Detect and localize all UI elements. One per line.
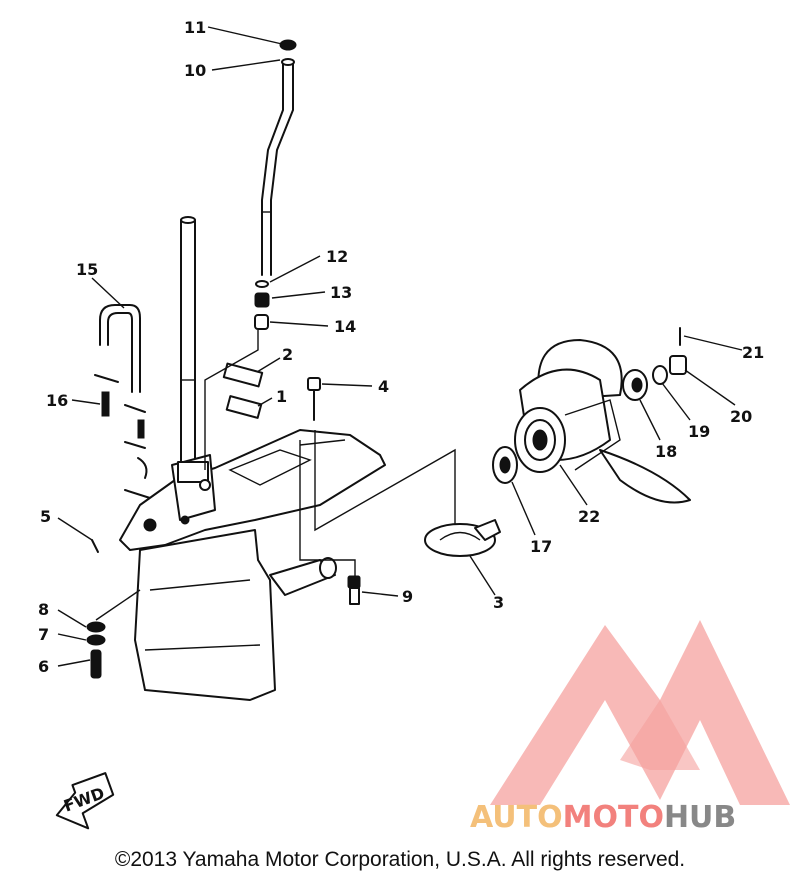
callout-numbers: 11 10 12 13 14 15 16 2 1 4 5 8 7 6 9 3 1… [38, 18, 764, 676]
anode-upper [222, 362, 264, 388]
grommet-lower-part [254, 314, 269, 330]
callout-12: 12 [326, 247, 348, 266]
bolt-9-part [347, 575, 361, 605]
leader-lines [57, 26, 743, 667]
callout-8: 8 [38, 600, 49, 619]
callout-15: 15 [76, 260, 98, 279]
water-pump-housing [424, 519, 501, 557]
water-tube [261, 58, 295, 276]
seal-part [255, 280, 269, 288]
callout-9: 9 [402, 587, 413, 606]
brand-auto: AUTO [470, 800, 563, 835]
watermark-brand-text: AUTOMOTOHUB [470, 800, 800, 835]
anode-lower [225, 395, 263, 419]
brand-moto: MOTO [562, 800, 664, 835]
callout-5: 5 [40, 507, 51, 526]
propeller-spacer [622, 369, 648, 401]
propeller-nut [669, 355, 687, 375]
shift-clips [94, 374, 151, 499]
watermark-logo [490, 620, 790, 805]
callout-20: 20 [730, 407, 752, 426]
brand-hub: HUB [663, 800, 737, 835]
bolt-part [307, 377, 321, 421]
callout-17: 17 [530, 537, 552, 556]
callout-21: 21 [742, 343, 764, 362]
callout-2: 2 [282, 345, 293, 364]
callout-19: 19 [688, 422, 710, 441]
propeller-washer [652, 365, 668, 385]
lower-unit-housing [119, 429, 386, 551]
callout-1: 1 [276, 387, 287, 406]
copyright-notice: ©2013 Yamaha Motor Corporation, U.S.A. A… [114, 848, 686, 871]
callout-16: 16 [46, 391, 68, 410]
pin-part [91, 539, 99, 553]
gear-case [134, 529, 337, 701]
callout-6: 6 [38, 657, 49, 676]
callout-18: 18 [655, 442, 677, 461]
thrust-washer [492, 446, 518, 484]
callout-7: 7 [38, 625, 49, 644]
fwd-arrow: FWD [55, 772, 115, 830]
callout-4: 4 [378, 377, 389, 396]
callout-3: 3 [493, 593, 504, 612]
drive-shaft [180, 216, 196, 471]
reference-lines [95, 330, 456, 621]
grommet-part [279, 39, 297, 51]
callout-22: 22 [578, 507, 600, 526]
callout-14: 14 [334, 317, 356, 336]
callout-10: 10 [184, 61, 206, 80]
bolt-set-lower [86, 621, 106, 679]
shift-rod [99, 304, 141, 393]
callout-11: 11 [184, 18, 206, 37]
callout-13: 13 [330, 283, 352, 302]
propeller [514, 339, 691, 504]
damper-part [254, 292, 270, 308]
